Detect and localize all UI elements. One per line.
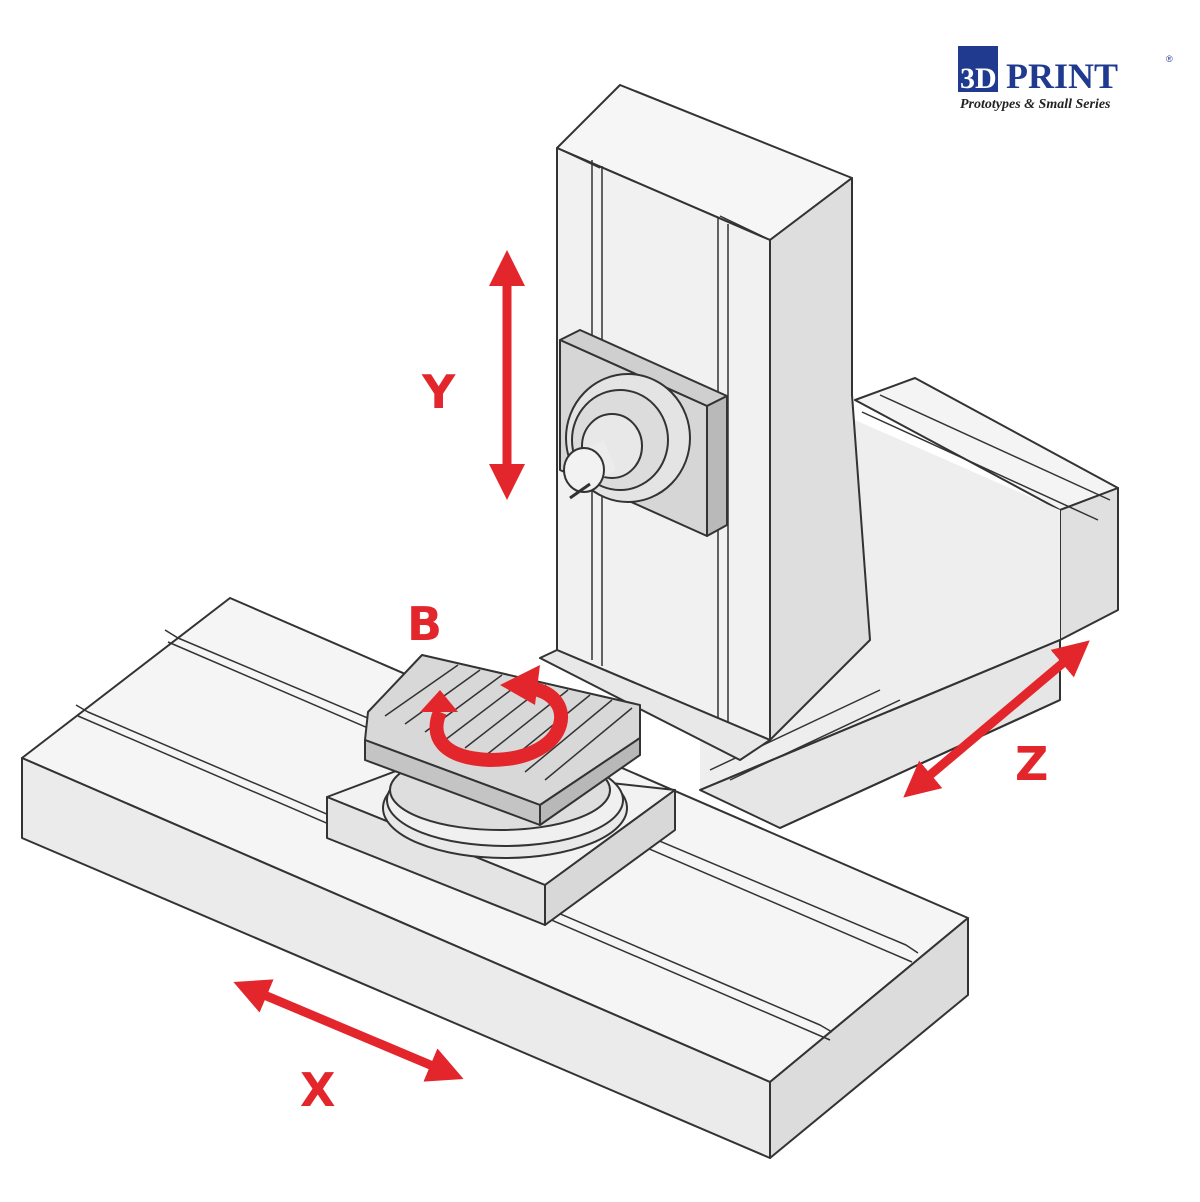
b-axis-arrowhead-top [500,665,540,705]
logo-mark-box [958,46,998,92]
logo-tagline: Prototypes & Small Series [960,97,1111,112]
b-axis-label: B [407,597,442,651]
rotary-pallet [364,654,641,826]
b-axis-rotation-arrow [429,681,568,768]
logo-wordmark: PRINT [1006,56,1118,96]
x-axis-arrow [233,979,464,1082]
x-axis-label: X [300,1063,335,1117]
z-axis-label: Z [1015,737,1048,791]
axis-arrows [233,250,1090,1082]
spindle-head [559,329,728,537]
logo-mark-text: 3D [960,62,997,95]
logo-registered: ® [1166,54,1173,64]
y-axis-label: Y [421,365,456,419]
z-axis-arrow [903,640,1090,798]
b-axis-arrowhead-left [420,690,458,712]
brand-logo: 3D PRINT ® Prototypes & Small Series [958,46,1173,112]
